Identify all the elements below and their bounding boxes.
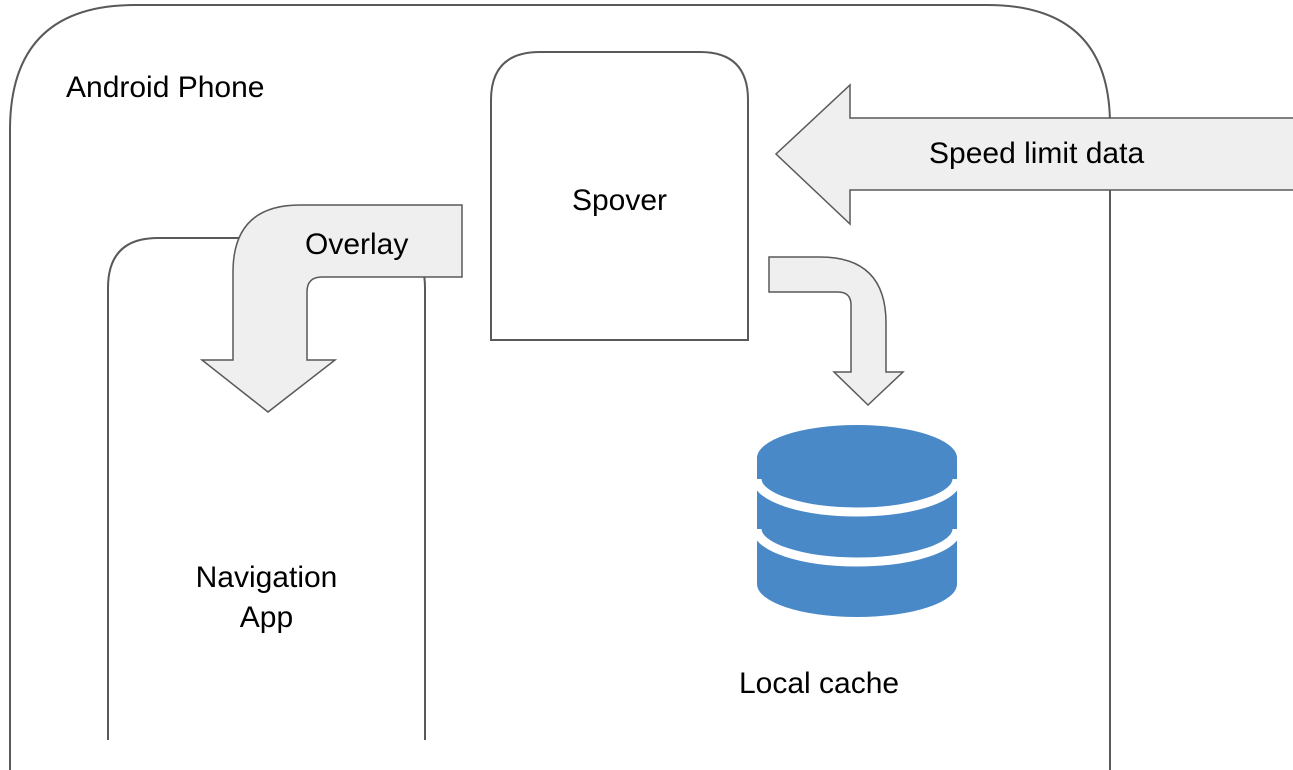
navigation-app-label-line2: App: [239, 601, 294, 634]
overlay-label: Overlay: [305, 228, 409, 261]
cache-arrow: [768, 256, 905, 407]
overlay-arrow: [199, 204, 463, 413]
android-phone-container: [9, 4, 1111, 770]
database-icon: [752, 425, 962, 617]
android-phone-label: Android Phone: [66, 71, 265, 104]
local-cache-label: Local cache: [739, 667, 900, 700]
speed-limit-data-label: Speed limit data: [929, 137, 1145, 170]
spover-box: [490, 51, 749, 341]
speed-limit-arrow: [774, 83, 1293, 226]
navigation-app-label-line1: Navigation: [195, 561, 338, 594]
spover-label: Spover: [571, 184, 668, 217]
